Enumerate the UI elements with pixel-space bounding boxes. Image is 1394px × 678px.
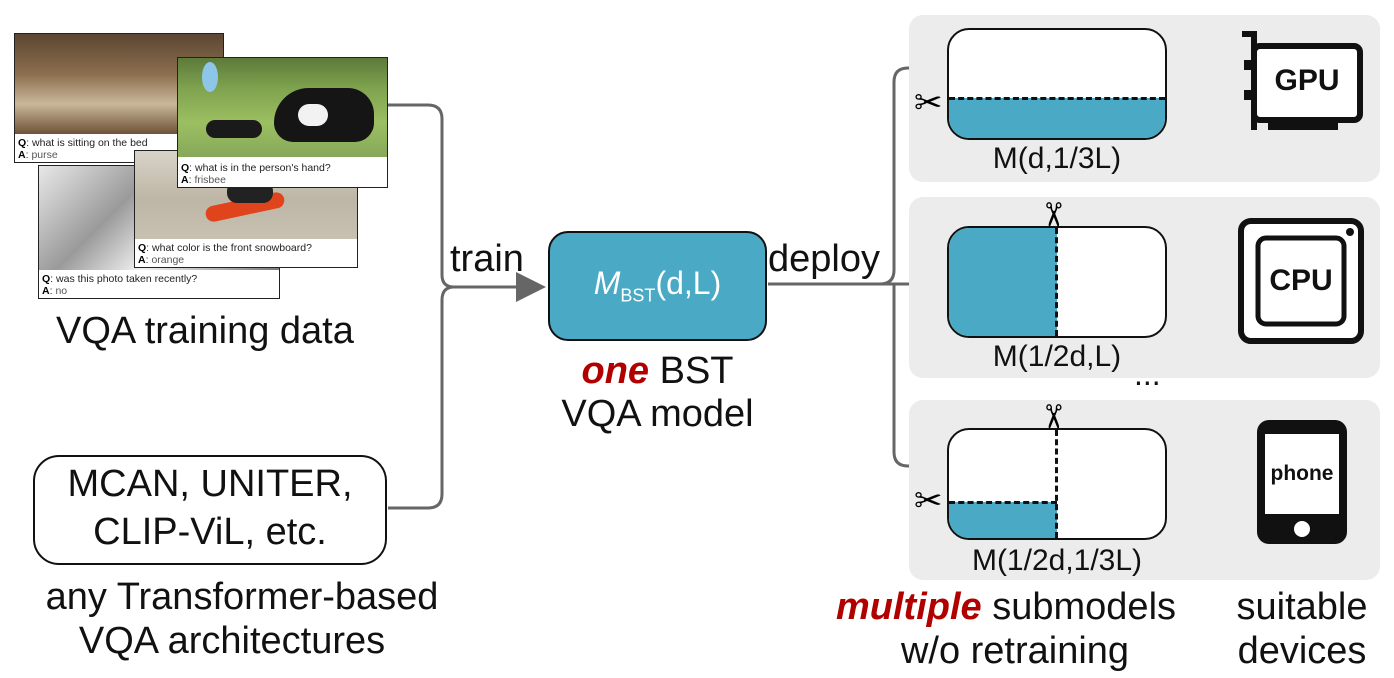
cut-line [1055,430,1058,538]
gpu-label: GPU [1274,64,1340,97]
submodel-label-3: M(1/2d,1/3L) [971,544,1143,577]
smartphone-icon: phone [1257,420,1347,544]
architectures-caption-line2: VQA architectures [78,620,386,662]
architectures-box: MCAN, UNITER, CLIP-ViL, etc. [33,455,387,565]
submodel-label-2: M(1/2d,L) [992,340,1122,373]
cut-line [1055,228,1058,336]
cpu-label: CPU [1269,264,1333,297]
submodel-box-width-half [947,226,1167,338]
gpu-card-icon: GPU [1238,30,1366,140]
scissors-icon: ✂ [1033,200,1072,230]
bst-caption-line1: one BST [581,350,734,392]
vqa-example-dog: Q: what is in the person's hand?A: frisb… [177,57,388,188]
bst-model-formula: MBST(d,L) [593,265,722,306]
devices-caption-line1: suitable [1236,586,1368,628]
training-data-label: VQA training data [56,310,354,352]
submodels-caption-line2: w/o retraining [900,630,1130,672]
architectures-caption-line1: any Transformer-based [45,576,439,618]
submodel-box-depth-third [947,28,1167,140]
cut-line [949,501,1057,504]
train-label: train [450,238,524,280]
cpu-chip-icon: CPU [1238,218,1364,344]
submodel-fill [949,502,1057,538]
home-button [1294,521,1310,537]
architectures-line2: CLIP-ViL, etc. [93,511,327,553]
submodel-label-1: M(d,1/3L) [992,142,1122,175]
submodel-box-half-third [947,428,1167,540]
submodel-fill [949,98,1165,138]
cut-line [949,97,1165,100]
phone-screen [1265,434,1339,514]
scissors-icon: ✂ [1033,402,1072,432]
bst-model-box: MBST(d,L) [548,231,767,341]
bst-caption-line2: VQA model [561,393,754,435]
ellipsis: ... [1134,356,1161,392]
dog-photo [178,58,387,157]
devices-caption-line2: devices [1237,630,1367,672]
scissors-icon: ✂ [914,84,943,122]
submodels-caption-line1: multiple submodels [836,586,1177,628]
deploy-label: deploy [768,238,880,280]
phone-label: phone [1270,462,1334,485]
architectures-line1: MCAN, UNITER, [67,463,353,505]
scissors-icon: ✂ [914,482,943,520]
submodel-fill [949,228,1057,336]
